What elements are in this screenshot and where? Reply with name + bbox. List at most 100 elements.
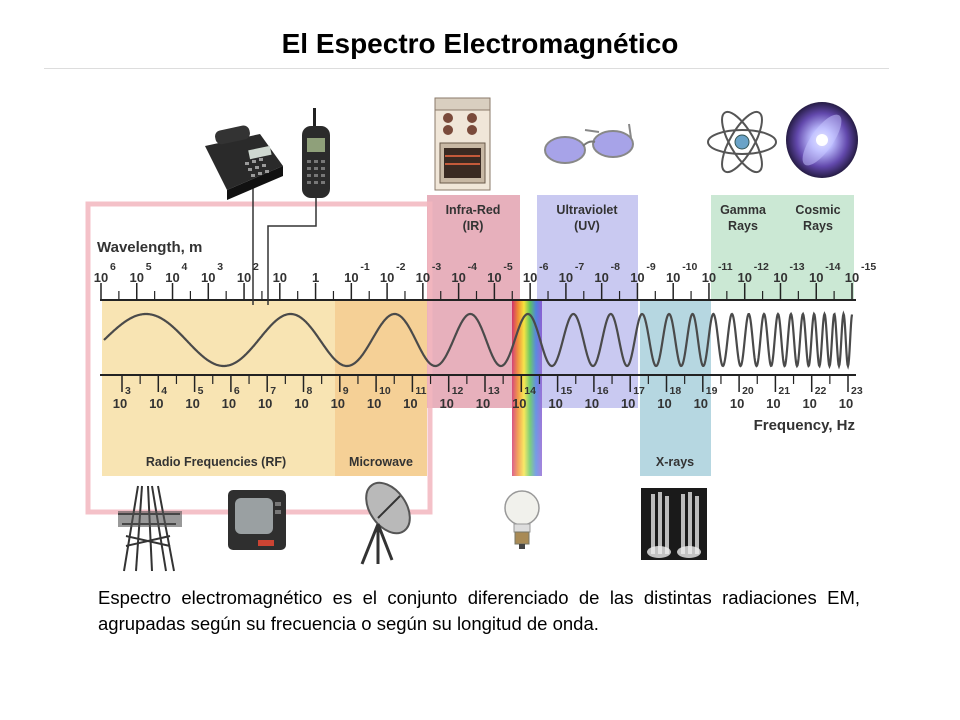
title-divider <box>44 68 889 69</box>
wavelength-tick-exponent: -14 <box>825 261 840 273</box>
page-title: El Espectro Electromagnético <box>281 28 679 59</box>
frequency-axis-label: Frequency, Hz <box>754 417 855 434</box>
wavelength-tick-exponent: -13 <box>789 261 804 273</box>
frequency-tick-exponent: 9 <box>343 385 349 397</box>
wavelength-tick-exponent: -9 <box>646 261 655 273</box>
frequency-tick-label: 10 <box>585 396 599 411</box>
frequency-tick-exponent: 15 <box>561 385 573 397</box>
television-icon <box>228 490 286 550</box>
sunglasses-icon <box>544 123 634 164</box>
frequency-tick-label: 10 <box>802 396 816 411</box>
frequency-tick-exponent: 12 <box>452 385 464 397</box>
wavelength-tick-exponent: -5 <box>503 261 512 273</box>
xray-band-region <box>640 300 711 476</box>
frequency-tick-label: 10 <box>512 396 526 411</box>
wavelength-tick-label: 10 <box>594 270 608 285</box>
frequency-tick-exponent: 16 <box>597 385 609 397</box>
wavelength-tick-exponent: -2 <box>396 261 405 273</box>
infrared-band-region <box>427 195 520 408</box>
frequency-tick-exponent: 4 <box>161 385 167 397</box>
gamma-label: Gamma <box>720 203 767 217</box>
wavelength-tick-label: 10 <box>380 270 394 285</box>
satellite-dish-icon <box>360 481 411 565</box>
frequency-tick-exponent: 21 <box>778 385 790 397</box>
frequency-tick-exponent: 6 <box>234 385 240 397</box>
frequency-tick-label: 10 <box>439 396 453 411</box>
frequency-tick-label: 10 <box>766 396 780 411</box>
wavelength-tick-label: 10 <box>344 270 358 285</box>
ultraviolet-label-sub: (UV) <box>574 219 600 233</box>
frequency-tick-label: 10 <box>694 396 708 411</box>
wavelength-tick-exponent: 6 <box>110 261 116 273</box>
light-bulb-icon <box>504 490 540 549</box>
wavelength-tick-exponent: -3 <box>432 261 441 273</box>
wavelength-tick-label: 10 <box>737 270 751 285</box>
frequency-tick-exponent: 8 <box>307 385 313 397</box>
wavelength-tick-label: 10 <box>666 270 680 285</box>
wavelength-tick-exponent: -6 <box>539 261 548 273</box>
frequency-axis-tick-labels: 3104105106107108109101010111012101310141… <box>113 385 863 411</box>
desk-telephone-icon <box>205 125 283 200</box>
wavelength-tick-label: 10 <box>702 270 716 285</box>
frequency-tick-label: 10 <box>730 396 744 411</box>
wavelength-tick-exponent: 2 <box>253 261 259 273</box>
wavelength-tick-label: 10 <box>201 270 215 285</box>
microwave-label: Microwave <box>349 455 413 469</box>
wavelength-tick-label: 1 <box>312 270 319 285</box>
radio-band-region <box>102 300 335 476</box>
wavelength-tick-label: 10 <box>523 270 537 285</box>
frequency-tick-label: 10 <box>403 396 417 411</box>
wavelength-axis-label: Wavelength, m <box>97 239 202 256</box>
frequency-tick-exponent: 7 <box>270 385 276 397</box>
frequency-tick-label: 10 <box>294 396 308 411</box>
frequency-tick-label: 10 <box>548 396 562 411</box>
xray-film-icon <box>641 488 707 560</box>
frequency-tick-exponent: 5 <box>198 385 204 397</box>
wavelength-tick-label: 10 <box>130 270 144 285</box>
infrared-label-sub: (IR) <box>463 219 484 233</box>
wavelength-tick-label: 10 <box>809 270 823 285</box>
frequency-tick-exponent: 11 <box>415 385 426 397</box>
wavelength-tick-exponent: -15 <box>861 261 876 273</box>
stove-icon <box>434 97 491 191</box>
wavelength-tick-exponent: -7 <box>575 261 584 273</box>
cosmic-band-region <box>782 195 854 300</box>
frequency-tick-exponent: 17 <box>633 385 645 397</box>
wavelength-tick-label: 10 <box>451 270 465 285</box>
frequency-tick-label: 10 <box>331 396 345 411</box>
em-wave-curve <box>103 310 854 370</box>
frequency-tick-exponent: 14 <box>524 385 536 397</box>
frequency-tick-exponent: 23 <box>851 385 863 397</box>
wavelength-tick-label: 10 <box>845 270 859 285</box>
ultraviolet-label: Ultraviolet <box>556 203 618 217</box>
cosmic-label: Cosmic <box>795 203 840 217</box>
wavelength-tick-label: 10 <box>630 270 644 285</box>
frequency-tick-exponent: 19 <box>706 385 718 397</box>
cellphone-pointer-line <box>267 196 317 305</box>
em-spectrum-diagram: Infra-Red (IR) Ultraviolet (UV) Gamma Ra… <box>85 97 876 572</box>
frequency-tick-label: 10 <box>367 396 381 411</box>
wavelength-tick-exponent: 4 <box>182 261 188 273</box>
wavelength-tick-label: 10 <box>487 270 501 285</box>
gamma-band-region <box>711 195 782 300</box>
wavelength-tick-exponent: -4 <box>468 261 477 273</box>
cosmic-label-sub: Rays <box>803 219 833 233</box>
frequency-tick-label: 10 <box>476 396 490 411</box>
frequency-axis-ticks <box>121 375 849 392</box>
spectrum-description: Espectro electromagnético es el conjunto… <box>98 587 860 634</box>
frequency-tick-exponent: 20 <box>742 385 754 397</box>
wavelength-tick-label: 10 <box>237 270 251 285</box>
frequency-tick-exponent: 13 <box>488 385 500 397</box>
frequency-tick-label: 10 <box>621 396 635 411</box>
radio-frequencies-label: Radio Frequencies (RF) <box>146 455 286 469</box>
frequency-tick-label: 10 <box>113 396 127 411</box>
frequency-tick-label: 10 <box>657 396 671 411</box>
wavelength-tick-exponent: 3 <box>217 261 223 273</box>
gamma-label-sub: Rays <box>728 219 758 233</box>
wavelength-tick-label: 10 <box>273 270 287 285</box>
wavelength-tick-label: 10 <box>165 270 179 285</box>
wavelength-tick-exponent: -8 <box>611 261 620 273</box>
frequency-tick-label: 10 <box>839 396 853 411</box>
frequency-tick-exponent: 3 <box>125 385 131 397</box>
xrays-label: X-rays <box>656 455 694 469</box>
